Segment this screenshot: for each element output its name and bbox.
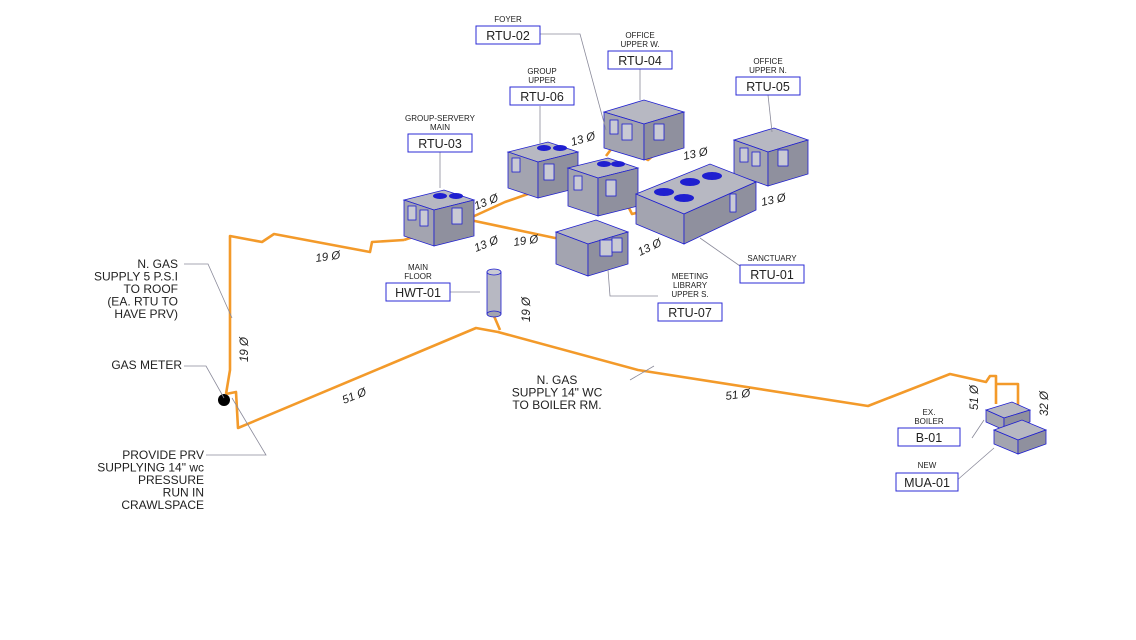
mua-01-unit bbox=[992, 419, 1048, 455]
pipe-size-label: 51 Ø bbox=[725, 387, 752, 402]
pipe-size-label: 13 Ø bbox=[760, 192, 788, 209]
rtu-05-tag: RTU-05 bbox=[746, 80, 790, 94]
rtu-02-tag: RTU-02 bbox=[486, 29, 530, 43]
rtu-06-unit bbox=[506, 141, 580, 199]
rtu-02-unit bbox=[566, 157, 640, 217]
pipe-size-label: 13 Ø bbox=[682, 146, 710, 163]
pipe-size-labels: 19 Ø 19 Ø 19 Ø 19 Ø 13 Ø 13 Ø 13 Ø 13 Ø … bbox=[239, 130, 1051, 416]
pipe-size-label: 51 Ø bbox=[341, 386, 370, 407]
pipe-size-label: 51 Ø bbox=[969, 384, 981, 410]
rtu-03-tag: RTU-03 bbox=[418, 137, 462, 151]
tag-mua-01[interactable]: NEW MUA-01 bbox=[895, 461, 959, 492]
mua-branch bbox=[996, 382, 1020, 412]
rtu-03-unit bbox=[402, 189, 476, 247]
hwt-01-unit bbox=[486, 268, 502, 318]
pipe-size-label: 13 Ø bbox=[636, 237, 665, 259]
gas-meter-icon bbox=[218, 394, 230, 406]
note-gas-meter: GAS METER bbox=[111, 358, 182, 372]
pipe-size-label: 32 Ø bbox=[1039, 390, 1051, 416]
rtu-01-location: SANCTUARY bbox=[747, 254, 797, 263]
rtu-02-location: FOYER bbox=[494, 15, 522, 24]
hwt-01-tag: HWT-01 bbox=[395, 286, 441, 300]
tag-b-01[interactable]: EX.BOILER B-01 bbox=[897, 408, 961, 447]
pipe-size-label: 13 Ø bbox=[473, 234, 502, 255]
mua-01-tag: MUA-01 bbox=[904, 476, 950, 490]
rtu-07-tag: RTU-07 bbox=[668, 306, 712, 320]
crawlspace-pipe bbox=[225, 326, 998, 430]
rtu-01-tag: RTU-01 bbox=[750, 268, 794, 282]
rtu-04-unit bbox=[602, 99, 686, 161]
rtu-04-tag: RTU-04 bbox=[618, 54, 662, 68]
pipe-size-label: 19 Ø bbox=[513, 233, 540, 248]
pipe-size-label: 19 Ø bbox=[315, 249, 342, 264]
tag-rtu-01[interactable]: SANCTUARY RTU-01 bbox=[739, 254, 805, 284]
b-01-location: EX.BOILER bbox=[914, 408, 944, 426]
roof-supply-pipe bbox=[224, 232, 405, 395]
mua-01-location: NEW bbox=[918, 461, 937, 470]
rtu-07-unit bbox=[554, 219, 630, 277]
leader-lines bbox=[184, 33, 995, 483]
rtu-05-unit bbox=[732, 127, 810, 187]
pipe-size-label: 19 Ø bbox=[521, 296, 533, 322]
tag-rtu-02[interactable]: FOYER RTU-02 bbox=[475, 15, 541, 45]
rtu-01-unit bbox=[634, 163, 758, 245]
pipe-size-label: 13 Ø bbox=[570, 130, 598, 149]
pipe-size-label: 19 Ø bbox=[239, 336, 251, 362]
rtu-06-tag: RTU-06 bbox=[520, 90, 564, 104]
b-01-tag: B-01 bbox=[916, 431, 942, 445]
